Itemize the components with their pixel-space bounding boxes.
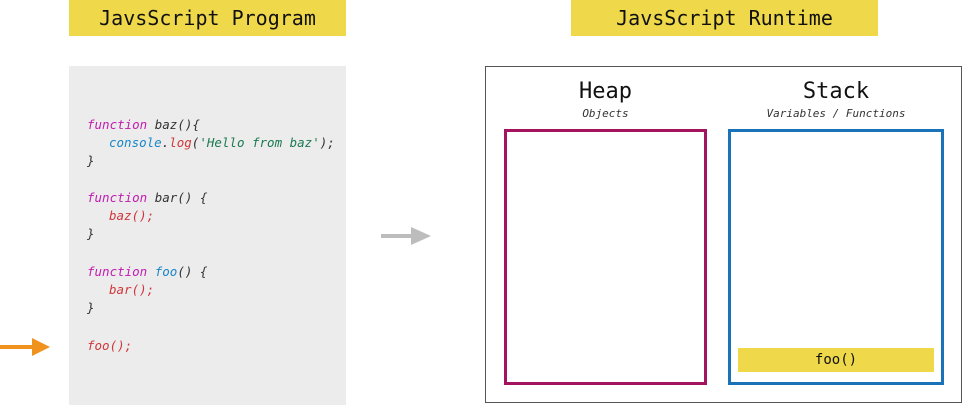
punctuation: () {: [177, 264, 208, 279]
function-name: baz: [154, 117, 178, 132]
code-line-bar-decl: function bar() {: [87, 189, 207, 207]
method-name: log: [169, 135, 192, 150]
stack-frame: foo(): [738, 348, 934, 372]
code-line-foo-body: bar();: [109, 282, 155, 297]
function-name: bar: [154, 190, 178, 205]
string-literal: 'Hello from baz': [199, 135, 320, 150]
arrow-right-icon: [0, 338, 50, 356]
code-line-baz-body: console.log('Hello from baz');: [109, 134, 335, 152]
code-line-baz-end: }: [87, 153, 95, 168]
arrow-right-icon: [381, 227, 431, 245]
code-line-invoke: foo();: [87, 338, 133, 353]
stack-box: [728, 129, 944, 385]
code-line-foo-end: }: [87, 300, 95, 315]
punctuation: .: [161, 135, 170, 150]
keyword: function: [87, 264, 148, 279]
function-name: foo: [154, 264, 178, 279]
runtime-frame: [485, 66, 962, 403]
stack-title: Stack: [802, 79, 870, 104]
program-title: JavsScript Program: [69, 0, 346, 36]
heap-subtitle: Objects: [582, 107, 629, 120]
code-line-bar-body: baz();: [109, 208, 155, 223]
stack-subtitle: Variables / Functions: [766, 107, 906, 120]
punctuation: (){: [177, 117, 200, 132]
punctuation: (: [191, 135, 200, 150]
heap-title: Heap: [579, 79, 632, 104]
code-line-bar-end: }: [87, 226, 95, 241]
keyword: function: [87, 190, 148, 205]
keyword: function: [87, 117, 148, 132]
heap-box: [504, 129, 707, 385]
code-line-baz-decl: function baz(){: [87, 116, 200, 134]
punctuation: () {: [177, 190, 208, 205]
code-line-foo-decl: function foo() {: [87, 263, 207, 281]
code-panel: function baz(){ console.log('Hello from …: [69, 66, 346, 405]
object-name: console: [109, 135, 162, 150]
punctuation: );: [319, 135, 335, 150]
runtime-title: JavsScript Runtime: [571, 0, 878, 36]
